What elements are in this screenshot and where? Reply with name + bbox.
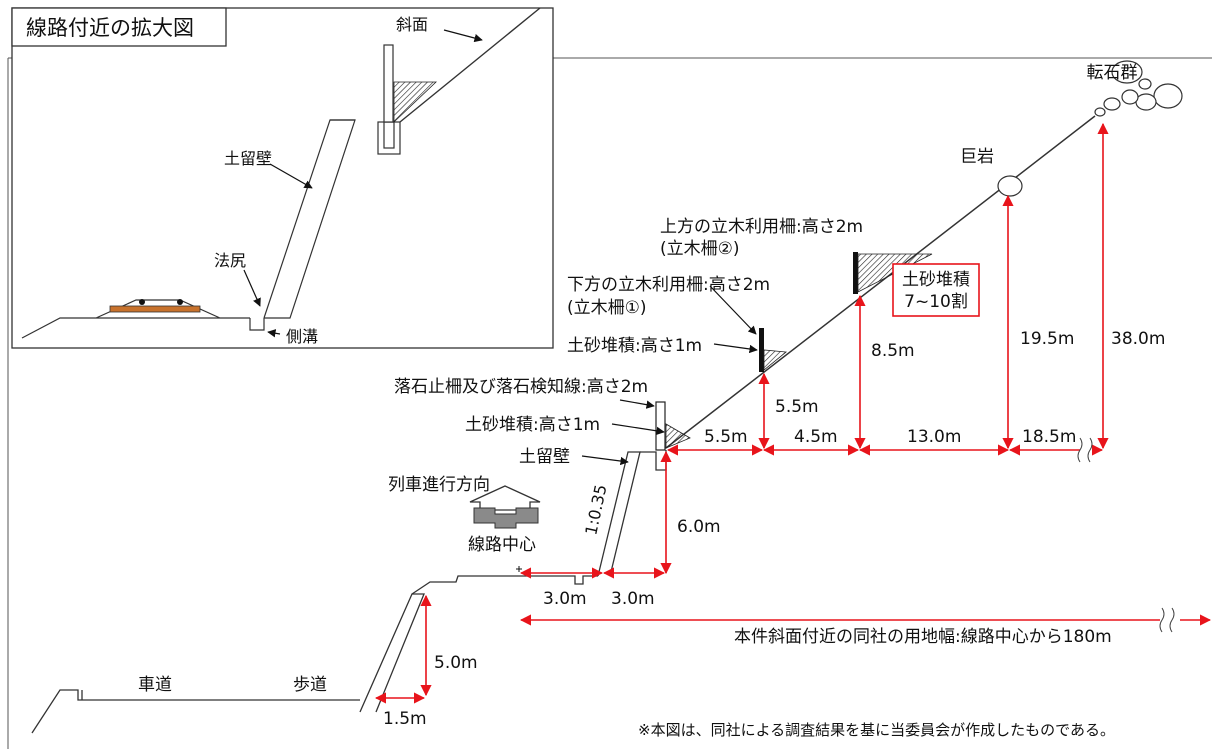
dimension-labels: 5.5m 4.5m 13.0m 18.5m 5.5m 8.5m 19.5m 38… <box>383 329 1165 729</box>
inset-panel <box>11 7 554 349</box>
land-width-label: 本件斜面付近の同社の用地幅:線路中心から180m <box>734 627 1112 647</box>
sidewalk-label: 歩道 <box>293 675 327 695</box>
break-marks <box>1077 437 1175 633</box>
inset-retaining-wall-label: 土留壁 <box>224 149 272 168</box>
upper-fence-sub-label: (立木柵②) <box>660 239 740 259</box>
train-direction-icon <box>469 485 541 529</box>
dim-1-5: 1.5m <box>383 709 427 729</box>
inset-ditch-label: 側溝 <box>286 327 318 346</box>
inset-slope-label: 斜面 <box>396 15 428 34</box>
rockfall-fence-label: 落石止柵及び落石検知線:高さ2m <box>394 377 648 397</box>
slope-ratio-label: 1:0.35 <box>581 483 610 537</box>
ballast-icon <box>109 305 201 313</box>
boulder-group-label: 転石群 <box>1087 63 1138 83</box>
deposit-box-line2: 7~10割 <box>904 292 968 312</box>
upper-fence-label: 上方の立木利用柵:高さ2m <box>660 217 863 237</box>
dim-19-5: 19.5m <box>1020 329 1074 349</box>
dim-3-0-left: 3.0m <box>543 589 587 609</box>
boulder-group-icon <box>1094 60 1183 117</box>
track-center-marker <box>516 566 522 572</box>
giant-rock-label: 巨岩 <box>960 147 994 167</box>
soil-deposit-fence-label: 土砂堆積:高さ1m <box>465 415 600 435</box>
train-direction-label: 列車進行方向 <box>388 475 490 495</box>
giant-rock-icon <box>997 175 1023 197</box>
dim-13-0: 13.0m <box>907 427 961 447</box>
leader-lines <box>581 285 758 466</box>
inset-title: 線路付近の拡大図 <box>26 16 194 40</box>
deposit-box-line1: 土砂堆積 <box>902 270 970 290</box>
inset-title-box <box>11 7 227 47</box>
ground-profile <box>7 57 1212 749</box>
track-center-label: 線路中心 <box>468 535 536 555</box>
soil-deposit-box: 土砂堆積 7~10割 <box>892 263 980 317</box>
dim-5-5-horizontal: 5.5m <box>704 427 748 447</box>
inset-labels: 線路付近の拡大図 斜面 土留壁 法尻 側溝 <box>26 15 428 346</box>
main-labels: 転石群 巨岩 上方の立木利用柵:高さ2m (立木柵②) 下方の立木利用柵:高さ2… <box>138 63 1138 739</box>
soil-deposit-lower-label: 土砂堆積:高さ1m <box>567 336 702 356</box>
lower-fence-sub-label: (立木柵①) <box>567 298 647 318</box>
dim-3-0-right: 3.0m <box>611 589 655 609</box>
lower-fence-label: 下方の立木利用柵:高さ2m <box>567 275 770 295</box>
roadway-label: 車道 <box>138 675 172 695</box>
dim-8-5: 8.5m <box>871 341 915 361</box>
dimension-lines <box>374 122 1212 704</box>
footnote: ※本図は、同社による調査結果を基に当委員会が作成したものである。 <box>638 721 1115 739</box>
dim-5-5-vertical: 5.5m <box>775 397 819 417</box>
dim-4-5: 4.5m <box>794 427 838 447</box>
dim-38-0: 38.0m <box>1111 329 1165 349</box>
rockfall-fence <box>655 401 691 451</box>
dim-6-0: 6.0m <box>677 517 721 537</box>
lower-tree-fence <box>759 328 788 372</box>
dim-18-5: 18.5m <box>1022 427 1076 447</box>
dim-5-0: 5.0m <box>434 653 478 673</box>
inset-toe-label: 法尻 <box>214 251 246 270</box>
retaining-wall-label: 土留壁 <box>519 447 570 467</box>
